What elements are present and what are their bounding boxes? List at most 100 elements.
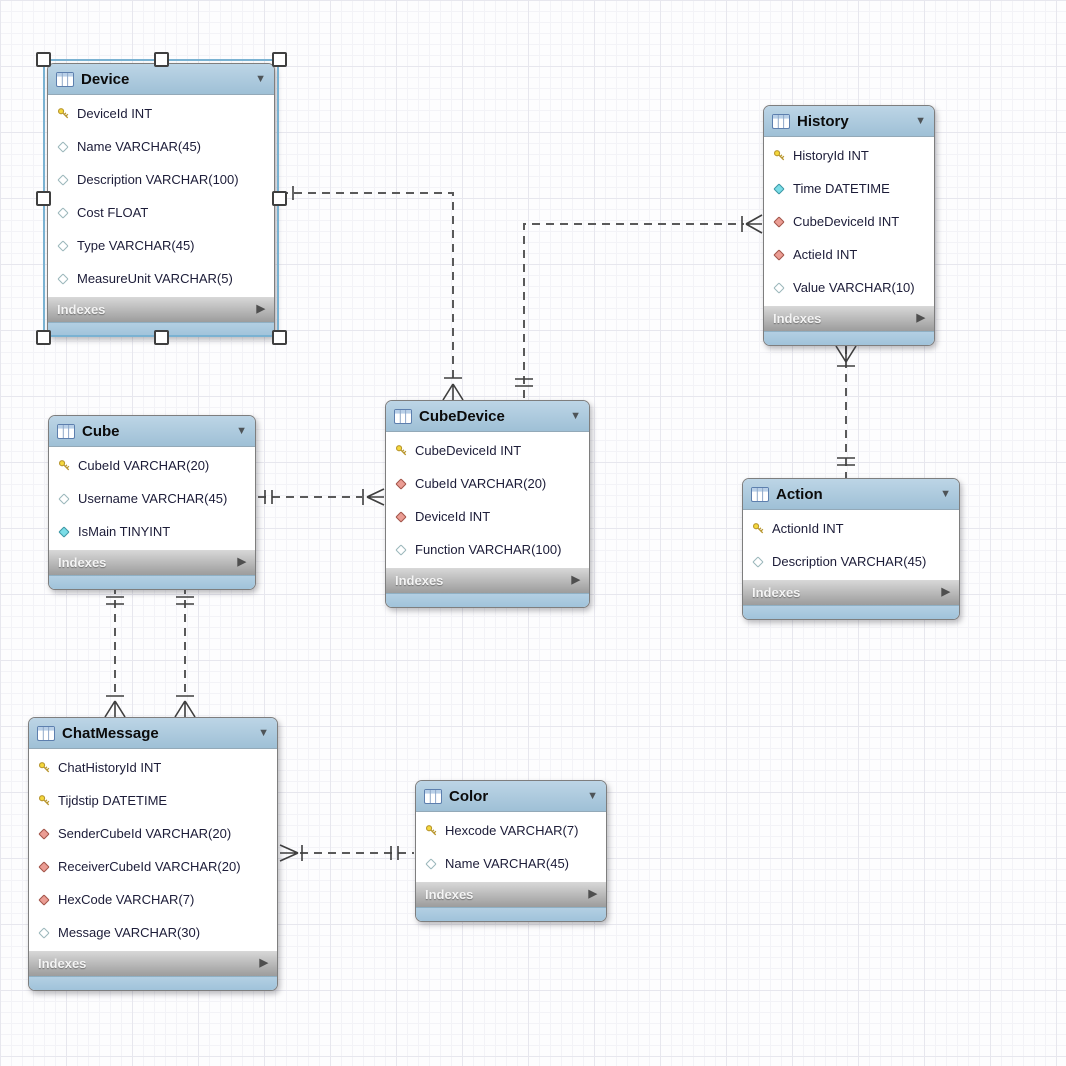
- indexes-label: Indexes: [57, 302, 106, 317]
- column-row[interactable]: Function VARCHAR(100): [386, 533, 589, 566]
- indexes-bar[interactable]: Indexes ▶: [764, 306, 934, 331]
- indexes-bar[interactable]: Indexes▶: [49, 550, 255, 575]
- column-label: ChatHistoryId INT: [58, 760, 162, 775]
- selection-handle[interactable]: [154, 330, 169, 345]
- indexes-expand-icon[interactable]: ▶: [571, 574, 580, 586]
- column-row[interactable]: IsMain TINYINT: [49, 515, 255, 548]
- primary-key-icon: [37, 761, 51, 775]
- collapse-arrow-icon[interactable]: ▼: [236, 424, 247, 437]
- table-figure-cube[interactable]: Cube▼ CubeId VARCHAR(20) Username VARCHAR(…: [48, 415, 256, 590]
- column-row[interactable]: Message VARCHAR(30): [29, 916, 277, 949]
- table-figure-action[interactable]: Action ▼ ActionId INT Description VARCHAR(4…: [742, 478, 960, 620]
- column-label: SenderCubeId VARCHAR(20): [58, 826, 232, 841]
- selection-handle[interactable]: [272, 52, 287, 67]
- column-label: Time DATETIME: [793, 181, 890, 196]
- table-header[interactable]: Action ▼: [743, 479, 959, 510]
- column-row[interactable]: CubeDeviceId INT: [386, 434, 589, 467]
- column-row[interactable]: HistoryId INT: [764, 139, 934, 172]
- table-columns: HistoryId INT Time DATETIME CubeDeviceId I…: [764, 137, 934, 306]
- column-row[interactable]: ReceiverCubeId VARCHAR(20): [29, 850, 277, 883]
- relationship-line[interactable]: [279, 844, 414, 862]
- relationship-line[interactable]: [104, 586, 126, 718]
- indexes-label: Indexes: [773, 311, 822, 326]
- column-row[interactable]: DeviceId INT: [48, 97, 274, 130]
- indexes-label: Indexes: [752, 585, 801, 600]
- column-label: CubeId VARCHAR(20): [78, 458, 210, 473]
- column-row[interactable]: SenderCubeId VARCHAR(20): [29, 817, 277, 850]
- column-row[interactable]: ActionId INT: [743, 512, 959, 545]
- column-label: Function VARCHAR(100): [415, 542, 562, 557]
- indexes-expand-icon[interactable]: ▶: [941, 586, 950, 598]
- collapse-arrow-icon[interactable]: ▼: [940, 487, 951, 500]
- column-row[interactable]: ActieId INT: [764, 238, 934, 271]
- column-row[interactable]: Name VARCHAR(45): [48, 130, 274, 163]
- column-row[interactable]: Username VARCHAR(45): [49, 482, 255, 515]
- column-label: ActieId INT: [793, 247, 858, 262]
- column-row[interactable]: HexCode VARCHAR(7): [29, 883, 277, 916]
- indexes-bar[interactable]: Indexes▶: [416, 882, 606, 907]
- collapse-arrow-icon[interactable]: ▼: [587, 789, 598, 802]
- primary-key-icon: [57, 459, 71, 473]
- column-row[interactable]: Hexcode VARCHAR(7): [416, 814, 606, 847]
- table-header[interactable]: ChatMessage▼: [29, 718, 277, 749]
- selection-handle[interactable]: [272, 330, 287, 345]
- relationship-line[interactable]: [280, 186, 464, 401]
- column-row[interactable]: ChatHistoryId INT: [29, 751, 277, 784]
- collapse-arrow-icon[interactable]: ▼: [258, 726, 269, 739]
- column-row[interactable]: Name VARCHAR(45): [416, 847, 606, 880]
- table-icon: [37, 725, 55, 741]
- indexes-bar[interactable]: Indexes ▶: [48, 297, 274, 322]
- column-label: Description VARCHAR(45): [772, 554, 927, 569]
- column-row[interactable]: Description VARCHAR(45): [743, 545, 959, 578]
- table-header[interactable]: CubeDevice▼: [386, 401, 589, 432]
- collapse-arrow-icon[interactable]: ▼: [255, 72, 266, 85]
- selection-handle[interactable]: [36, 52, 51, 67]
- table-header[interactable]: Color▼: [416, 781, 606, 812]
- relationship-line[interactable]: [258, 488, 385, 506]
- column-row[interactable]: Cost FLOAT: [48, 196, 274, 229]
- column-row[interactable]: Time DATETIME: [764, 172, 934, 205]
- table-header[interactable]: History▼: [764, 106, 934, 137]
- table-figure-color[interactable]: Color▼Hexcode VARCHAR(7)Name VARCHAR(45)…: [415, 780, 607, 922]
- column-row[interactable]: CubeDeviceId INT: [764, 205, 934, 238]
- table-figure-chatmessage[interactable]: ChatMessage▼ ChatHistoryId INT Tijdstip DA…: [28, 717, 278, 991]
- cardinality-marker-icon: [366, 488, 385, 506]
- attr-nullable-diamond-icon: [424, 857, 438, 871]
- indexes-expand-icon[interactable]: ▶: [588, 888, 597, 900]
- selection-handle[interactable]: [36, 191, 51, 206]
- column-label: Description VARCHAR(100): [77, 172, 239, 187]
- column-row[interactable]: CubeId VARCHAR(20): [49, 449, 255, 482]
- collapse-arrow-icon[interactable]: ▼: [570, 409, 581, 422]
- column-row[interactable]: Tijdstip DATETIME: [29, 784, 277, 817]
- table-header[interactable]: Device▼: [48, 64, 274, 95]
- column-label: CubeDeviceId INT: [793, 214, 900, 229]
- indexes-expand-icon[interactable]: ▶: [916, 312, 925, 324]
- selection-handle[interactable]: [272, 191, 287, 206]
- indexes-expand-icon[interactable]: ▶: [237, 556, 246, 568]
- relationship-line[interactable]: [174, 586, 196, 718]
- relationship-line[interactable]: [515, 214, 763, 398]
- indexes-expand-icon[interactable]: ▶: [256, 303, 265, 315]
- table-title: Action: [776, 485, 823, 503]
- column-row[interactable]: MeasureUnit VARCHAR(5): [48, 262, 274, 295]
- selection-handle[interactable]: [36, 330, 51, 345]
- indexes-expand-icon[interactable]: ▶: [259, 957, 268, 969]
- indexes-bar[interactable]: Indexes▶: [386, 568, 589, 593]
- table-header[interactable]: Cube▼: [49, 416, 255, 447]
- column-row[interactable]: Type VARCHAR(45): [48, 229, 274, 262]
- attr-notnull-diamond-icon: [772, 182, 786, 196]
- table-figure-history[interactable]: History▼HistoryId INT Time DATETIME CubeDe…: [763, 105, 935, 346]
- collapse-arrow-icon[interactable]: ▼: [915, 114, 926, 127]
- column-row[interactable]: Description VARCHAR(100): [48, 163, 274, 196]
- selection-handle[interactable]: [154, 52, 169, 67]
- relationship-line[interactable]: [835, 345, 857, 478]
- column-row[interactable]: DeviceId INT: [386, 500, 589, 533]
- column-row[interactable]: CubeId VARCHAR(20): [386, 467, 589, 500]
- indexes-bar[interactable]: Indexes▶: [29, 951, 277, 976]
- indexes-bar[interactable]: Indexes ▶: [743, 580, 959, 605]
- column-row[interactable]: Value VARCHAR(10): [764, 271, 934, 304]
